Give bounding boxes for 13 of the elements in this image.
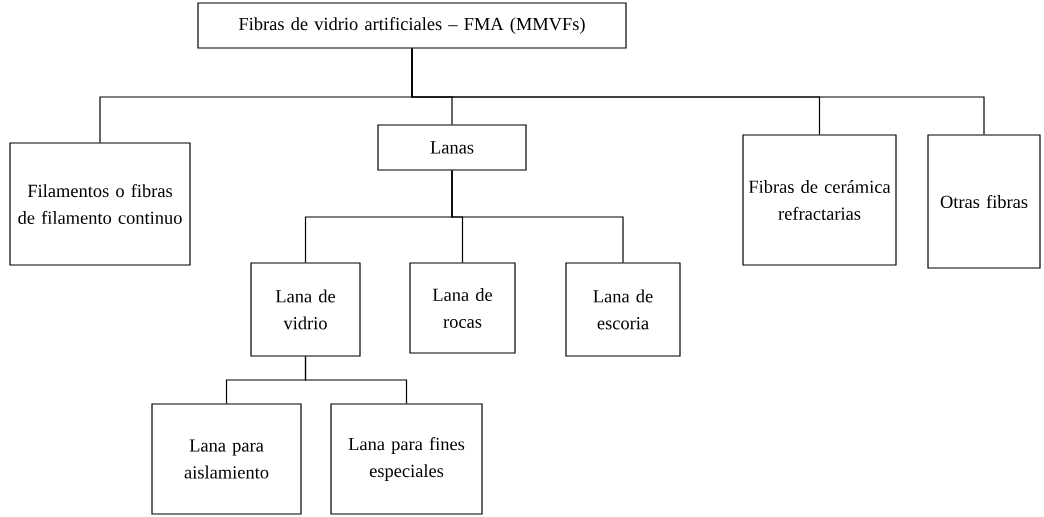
category-box: Lana de escoria — [565, 262, 681, 357]
category-box: Filamentos o fibras de filamento continuo — [9, 142, 191, 266]
connector-line — [411, 48, 985, 135]
category-box: Lana para aislamiento — [151, 403, 302, 515]
category-box: Fibras de vidrio artificiales – FMA (MMVFs) — [197, 2, 627, 49]
connector-line — [451, 170, 624, 263]
category-box: Lana de vidrio — [250, 262, 361, 357]
category-box: Otras fibras — [927, 134, 1041, 269]
category-box: Lana para fines especiales — [330, 403, 483, 515]
connector-line — [304, 356, 408, 404]
category-box: Lana de rocas — [409, 262, 516, 354]
category-box: Lanas — [377, 124, 527, 171]
category-box: Fibras de cerámica refractarias — [742, 134, 897, 266]
